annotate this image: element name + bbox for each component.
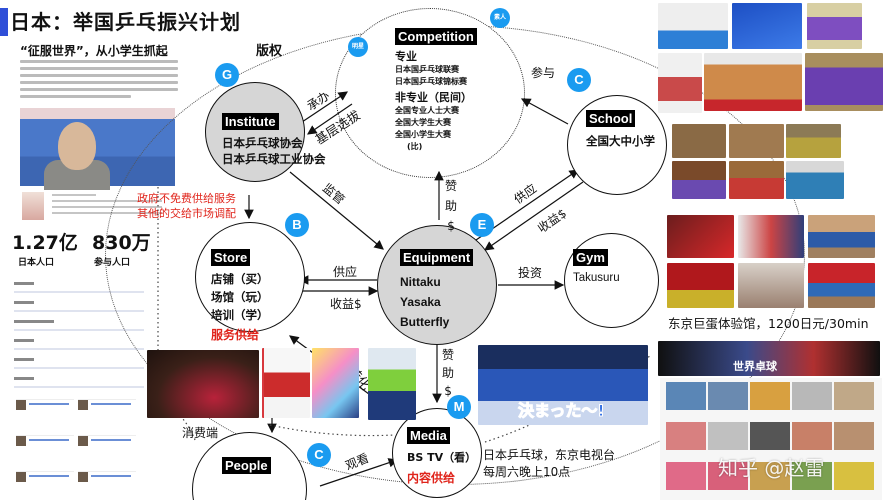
store-tag: Store — [211, 249, 251, 266]
school-photo-1 — [672, 124, 726, 158]
page-subtitle: “征服世界”，从小学生抓起 — [20, 44, 168, 58]
badge-g: G — [215, 63, 239, 87]
equipment-tag: Equipment — [400, 249, 474, 266]
institute-tag: Institute — [222, 113, 279, 130]
gym-photo-4 — [667, 263, 734, 308]
media-content: Media BS TV（看） 内容供给 — [407, 425, 476, 486]
badge-m: M — [447, 395, 471, 419]
media-caption: 日本乒乓球，东京电视台 每周六晚上10点 — [483, 448, 616, 479]
competition-amateur-list: 全国专业人士大赛 全国大学生大赛 全国小学生大赛 (比) — [395, 106, 459, 151]
poster-2 — [312, 348, 359, 418]
gym-photo-3 — [808, 215, 875, 258]
article-text-block — [20, 60, 178, 102]
badge-b: B — [285, 213, 309, 237]
badge-e: E — [470, 213, 494, 237]
label-consumer: 消费端 — [182, 426, 219, 440]
competition-content: Competition 专业 日本国乒乓球联赛 日本国乒乓球锦标赛 非专业（民间… — [395, 26, 477, 153]
gym-caption: 东京巨蛋体验馆，1200日元/30min — [668, 316, 869, 331]
poster-1 — [262, 348, 310, 418]
people-tag: People — [222, 457, 271, 474]
competition-pro-heading: 专业 — [395, 50, 417, 63]
watermark: 知乎 @赵雷 — [718, 456, 825, 480]
competition-photo-6 — [805, 53, 883, 111]
school-photo-6 — [786, 161, 844, 199]
people-content: People — [222, 455, 271, 474]
institute-node[interactable] — [205, 82, 305, 182]
gym-photo-1 — [667, 215, 734, 258]
label-copyright: 版权 — [256, 44, 283, 59]
competition-amateur-heading: 非专业（民间） — [395, 91, 472, 104]
store-lines: 店铺（买） 场馆（玩） 培训（学） — [211, 272, 269, 322]
title-accent-bar — [0, 8, 8, 36]
competition-pro-list: 日本国乒乓球联赛 日本国乒乓球锦标赛 — [395, 65, 467, 86]
yt-banner: 世界卓球 — [658, 341, 880, 376]
label-sponsor-media: 赞助$ — [442, 348, 455, 398]
store-node[interactable] — [195, 222, 305, 332]
gym-lines: Takusuru — [573, 272, 620, 284]
school-tag: School — [586, 110, 636, 127]
store-note: 服务供给 — [211, 328, 260, 342]
label-sponsor-competition: 赞助$ — [445, 179, 458, 233]
bio-avatar — [22, 192, 44, 220]
equipment-brands: Nittaku Yasaka Butterfly — [400, 275, 450, 329]
equipment-content: Equipment Nittaku Yasaka Butterfly — [400, 247, 474, 332]
badge-c-school: C — [567, 68, 591, 92]
media-node[interactable] — [392, 408, 482, 498]
venue-photo — [147, 350, 259, 418]
school-photo-4 — [672, 161, 726, 199]
institute-content: Institute 日本乒乓球协会 日本乒乓球工业协会 — [222, 111, 326, 167]
school-photo-3 — [786, 124, 841, 158]
tv-show-photo: 決まった〜! — [478, 345, 648, 425]
store-content: Store 店铺（买） 场馆（玩） 培训（学） 服务供给 — [211, 247, 269, 343]
competition-photo-5 — [704, 53, 802, 111]
venue-listing-screenshot — [14, 276, 144, 500]
yt-video-grid — [660, 378, 882, 500]
competition-photo-4 — [658, 53, 702, 113]
gym-photo-6 — [808, 263, 875, 308]
page-title: 日本：举国乒乓振兴计划 — [10, 10, 241, 34]
equipment-node[interactable] — [377, 225, 497, 345]
yt-banner-title: 世界卓球 — [733, 360, 777, 373]
gym-photo-2 — [738, 215, 804, 258]
label-supply-store: 供应 — [333, 265, 358, 279]
poster-3 — [368, 348, 416, 420]
label-revenue-store: 收益$ — [330, 297, 362, 311]
bio-text-block — [52, 194, 162, 218]
school-content: School 全国大中小学 — [586, 108, 655, 149]
badge-amateur: 素人 — [490, 8, 510, 28]
gym-node[interactable] — [564, 233, 659, 328]
gym-photo-5 — [738, 263, 804, 308]
competition-photo-1 — [658, 3, 728, 49]
competition-photo-2 — [732, 3, 802, 49]
label-participate: 参与 — [531, 66, 556, 80]
school-photo-5 — [729, 161, 784, 199]
school-photo-2 — [729, 124, 784, 158]
competition-photo-3 — [807, 3, 862, 49]
school-lines: 全国大中小学 — [586, 134, 655, 148]
media-lines: BS TV（看） — [407, 451, 477, 464]
media-note: 内容供给 — [407, 471, 456, 485]
gym-tag: Gym — [573, 249, 608, 266]
stat-population: 1.27亿 日本人口 — [12, 232, 78, 268]
gym-content: Gym Takusuru — [573, 247, 620, 284]
media-tag: Media — [407, 427, 450, 444]
tv-overlay-text: 決まった〜! — [518, 401, 606, 421]
label-invest: 投资 — [518, 266, 543, 280]
badge-c-people: C — [307, 443, 331, 467]
competition-tag: Competition — [395, 28, 477, 45]
institute-lines: 日本乒乓球协会 日本乒乓球工业协会 — [222, 136, 326, 166]
badge-star: 明星 — [348, 37, 368, 57]
